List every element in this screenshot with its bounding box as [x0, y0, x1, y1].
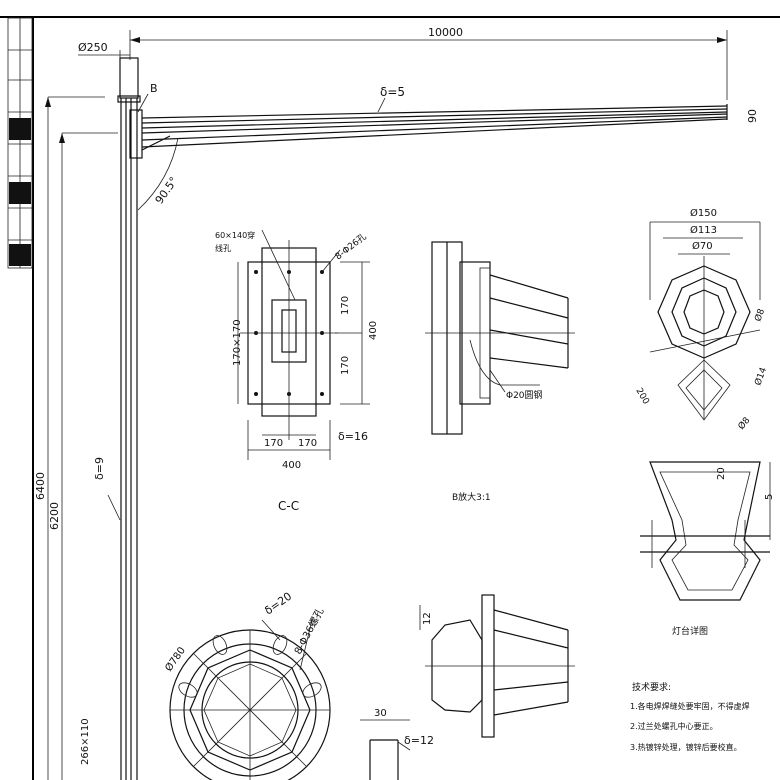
cc-dim-400-bottom: 400 [282, 460, 301, 471]
flange-detail: δ=20 8-Φ36螺孔 Ø780 [163, 590, 331, 780]
cc-hole-note-1: 60×140穿 [215, 230, 255, 240]
arm-thickness-leader [377, 97, 386, 113]
arm-tip-text: 90 [746, 109, 759, 123]
notch-thickness: δ=12 [404, 734, 434, 747]
detail-b: Φ20圆钢 B放大3:1 [425, 241, 575, 503]
notch-detail: 30 δ=12 [360, 708, 434, 780]
dim-pole-top: Ø250 [78, 41, 130, 95]
flange-thickness: δ=20 [262, 590, 294, 618]
cc-dim-400-right: 400 [368, 321, 379, 340]
label-48: Ø8 [736, 415, 753, 432]
notch-dim-30: 30 [374, 708, 387, 719]
cc-dim-170-left: 170×170 [232, 319, 243, 366]
cc-dim-170-bl: 170 [264, 438, 283, 449]
lower-detail: 12 [419, 594, 575, 738]
label-8: Ø8 [752, 307, 767, 323]
lower-dim-12: 12 [422, 612, 433, 625]
bottom-dim-text: 266×110 [80, 718, 91, 765]
notes-line-3: 3.热镀锌处理，镀锌后要校直。 [630, 742, 742, 752]
plat-dim-20: 20 [716, 467, 727, 480]
dim-10000-text: 10000 [428, 26, 463, 39]
cc-dim-170-b: 170 [340, 356, 351, 375]
notes-title: 技术要求: [632, 681, 671, 693]
b-title: B放大3:1 [452, 491, 491, 503]
dia-113: Ø113 [690, 224, 717, 236]
cc-dim-170-br: 170 [298, 438, 317, 449]
technical-notes: 技术要求: 1.各电焊焊缝处要牢固，不得虚焊 2.过兰处螺孔中心要正。 3.热镀… [630, 681, 750, 752]
dim-arm-length: 10000 [129, 26, 728, 100]
cc-title: C-C [278, 499, 299, 513]
height-6400-text: 6400 [34, 472, 47, 500]
b-callout: Φ20圆钢 [506, 389, 543, 401]
pole [117, 57, 143, 780]
arm-thickness-text: δ=5 [380, 85, 405, 99]
notes-line-2: 2.过兰处螺孔中心要正。 [630, 721, 718, 731]
section-cc: 60×140穿 线孔 8-Φ26孔 170 400 170 170×170 17… [215, 229, 379, 513]
label-b: B [150, 82, 158, 95]
cc-bolt-holes: 8-Φ26孔 [333, 231, 369, 262]
plat-dim-5: 5 [764, 494, 775, 500]
cc-hole-note-2: 线孔 [215, 243, 231, 253]
cc-dim-170-a: 170 [340, 296, 351, 315]
detail-lamp-head: Ø150 Ø113 Ø70 Ø8 Ø14 Ø8 200 [633, 207, 769, 432]
notes-line-1: 1.各电焊焊缝处要牢固，不得虚焊 [630, 701, 750, 711]
arm-angle-arc [137, 137, 179, 211]
dia-70: Ø70 [692, 240, 713, 252]
label-14: Ø14 [752, 366, 769, 387]
flange-bolt-holes: 8-Φ36螺孔 [292, 606, 326, 656]
left-title-strip [7, 17, 33, 269]
dim-heights: 6400 6200 [34, 96, 118, 780]
plat-title: 灯台详图 [672, 625, 708, 637]
dia-150: Ø150 [690, 207, 717, 219]
detail-platform: 20 5 灯台详图 [640, 461, 775, 637]
flange-dia: Ø780 [163, 645, 188, 674]
pole-dia-text: Ø250 [78, 41, 108, 54]
pole-thickness-leader [107, 494, 121, 521]
street-light-arm [141, 104, 728, 151]
arm-angle-text: 90.5° [153, 174, 181, 206]
label-b-leader [137, 93, 149, 113]
cc-plate-thickness: δ=16 [338, 430, 368, 443]
pole-thickness-text: δ=9 [93, 457, 106, 480]
height-6200-text: 6200 [48, 502, 61, 530]
label-200: 200 [633, 387, 650, 407]
